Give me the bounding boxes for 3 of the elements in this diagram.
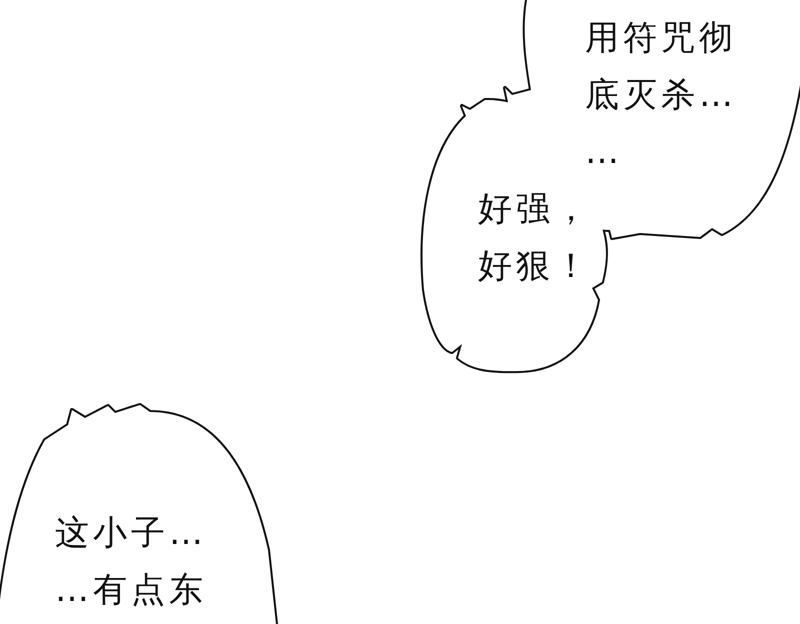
speech-text: 用符咒彻底灭杀…… — [585, 17, 738, 174]
speech-text: 这小子……有点东 — [55, 512, 208, 612]
speech-text: 好强，好狠！ — [478, 188, 593, 288]
